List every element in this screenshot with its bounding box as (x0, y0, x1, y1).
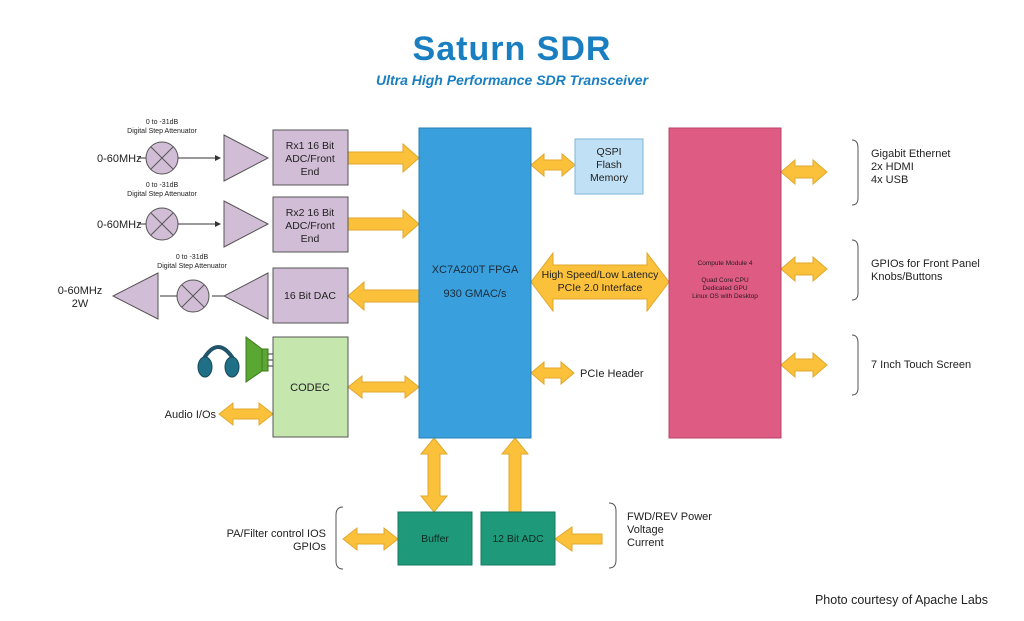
codec-fpga-arrow (347, 374, 420, 400)
rx1-chain: 0-60MHz 0 to -31dB Digital Step Attenuat… (97, 119, 349, 186)
compute-feature-gpu: Dedicated GPU (702, 285, 747, 292)
audio-codec-arrow (218, 401, 274, 427)
speaker-icon (245, 336, 274, 383)
adc-to-fpga-arrow (500, 437, 530, 513)
power-line3: Current (627, 537, 664, 549)
pcie-link-line2: PCIe 2.0 Interface (558, 282, 643, 294)
interface-touchscreen: 7 Inch Touch Screen (871, 359, 971, 371)
tx-attenuator-range: 0 to -31dB (176, 254, 209, 261)
rx2-adc-line3: End (301, 233, 320, 245)
rx1-input-label: 0-60MHz (97, 153, 142, 165)
rx2-adc-line2: ADC/Front (285, 220, 335, 232)
compute-touchscreen-arrow (780, 351, 828, 379)
qspi-group: QSPI Flash Memory (574, 138, 644, 195)
page-title: Saturn SDR (412, 30, 612, 68)
qspi-block (574, 138, 644, 195)
power-to-adc-arrow (554, 526, 603, 552)
dac-block (272, 267, 349, 324)
pa-buffer-arrow (342, 526, 399, 552)
qspi-line1: QSPI (596, 146, 621, 158)
tx-power-amp-icon (111, 272, 159, 320)
fpga-performance: 930 GMAC/s (444, 288, 507, 300)
pa-filter-line1: PA/Filter control IOS (227, 528, 326, 540)
bottom-section: Buffer 12 Bit ADC PA/Filter control IOS … (227, 502, 712, 570)
adc12-label: 12 Bit ADC (492, 533, 544, 545)
rx2-to-fpga-arrow (347, 208, 420, 240)
tx-chain: 16 Bit DAC 0 to -31dB Digital Step Atten… (58, 254, 349, 324)
rx2-adc-line1: Rx2 16 Bit (286, 207, 335, 219)
rx2-chain: 0-60MHz 0 to -31dB Digital Step Attenuat… (97, 182, 349, 253)
fpga-buffer-arrow (419, 437, 449, 513)
power-bracket (608, 502, 617, 569)
pcie-link-line1: High Speed/Low Latency (542, 269, 659, 281)
connection-arrows (218, 142, 828, 552)
rx2-adc-block (272, 196, 349, 253)
dac-label: 16 Bit DAC (284, 290, 336, 302)
rx1-adc-line3: End (301, 166, 320, 178)
audio-io-label: Audio I/Os (165, 409, 217, 421)
rx2-attenuator-label: Digital Step Attenuator (127, 191, 197, 198)
fpga-block-group: XC7A200T FPGA 930 GMAC/s (418, 127, 532, 439)
page-subtitle: Ultra High Performance SDR Transceiver (375, 72, 649, 88)
rx1-to-fpga-arrow (347, 142, 420, 174)
power-line1: FWD/REV Power (627, 511, 712, 523)
interface-gpio-line2: Knobs/Buttons (871, 271, 943, 283)
compute-feature-cpu: Quad Core CPU (701, 277, 749, 284)
interfaces-bracket-3 (851, 334, 859, 396)
interface-ethernet: Gigabit Ethernet (871, 148, 951, 160)
fpga-qspi-arrow (530, 152, 576, 178)
rx2-attenuator-range: 0 to -31dB (146, 182, 179, 189)
codec-block (272, 336, 349, 438)
rx1-adc-line2: ADC/Front (285, 153, 335, 165)
tx-attenuator-label: Digital Step Attenuator (157, 263, 227, 270)
buffer-block (397, 511, 473, 566)
pcie-header-label: PCIe Header (580, 368, 644, 380)
audio-section: CODEC Audio I/Os (165, 336, 349, 438)
interface-gpio-line1: GPIOs for Front Panel (871, 258, 980, 270)
compute-ethernet-arrow (780, 158, 828, 186)
photo-credit: Photo courtesy of Apache Labs (815, 593, 988, 607)
tx-output-line2: 2W (72, 298, 89, 310)
compute-module-group: Compute Module 4 Quad Core CPU Dedicated… (668, 127, 782, 439)
compute-module-title: Compute Module 4 (698, 260, 753, 267)
pa-bracket (335, 506, 344, 570)
tx-driver-icon (222, 272, 269, 320)
tx-output-line1: 0-60MHz (58, 285, 103, 297)
pa-filter-line2: GPIOs (293, 541, 327, 553)
compute-feature-os: Linux OS with Desktop (692, 293, 758, 300)
compute-gpio-arrow (780, 255, 828, 283)
adc12-block (480, 511, 556, 566)
rx1-adc-block (272, 129, 349, 186)
rx2-input-label: 0-60MHz (97, 219, 142, 231)
interface-hdmi: 2x HDMI (871, 161, 914, 173)
qspi-line3: Memory (590, 172, 629, 184)
rx1-attenuator-range: 0 to -31dB (146, 119, 179, 126)
rx1-adc-line1: Rx1 16 Bit (286, 140, 335, 152)
interfaces-bracket-2 (851, 239, 859, 301)
qspi-line2: Flash (596, 159, 622, 171)
compute-module-block (668, 127, 782, 439)
headphones-icon (197, 345, 240, 378)
rx2-amplifier-icon (223, 200, 270, 248)
interface-usb: 4x USB (871, 174, 908, 186)
fpga-block (418, 127, 532, 439)
rx1-attenuator-label: Digital Step Attenuator (127, 128, 197, 135)
rx1-amplifier-icon (223, 134, 270, 182)
interfaces-bracket-1 (851, 139, 859, 206)
fpga-to-dac-arrow (347, 280, 420, 312)
power-line2: Voltage (627, 524, 664, 536)
fpga-name: XC7A200T FPGA (432, 264, 519, 276)
buffer-label: Buffer (421, 533, 449, 545)
pcie-header-arrow (530, 360, 575, 386)
codec-label: CODEC (290, 382, 330, 394)
interfaces-group: Gigabit Ethernet 2x HDMI 4x USB GPIOs fo… (851, 139, 980, 396)
